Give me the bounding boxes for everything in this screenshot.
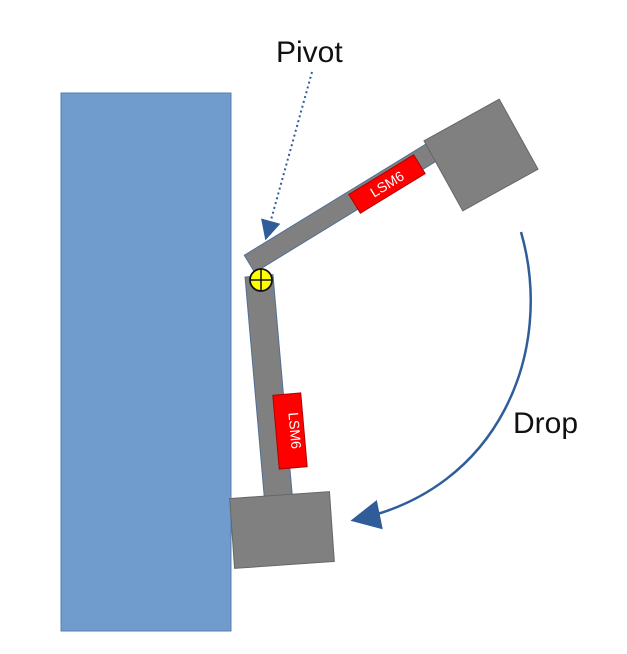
lower-lsm6-label: LSM6 — [285, 412, 304, 450]
lower-weight-block — [229, 491, 335, 569]
upper-lsm6-sensor-body — [348, 154, 426, 214]
lower-lsm6-sensor-body — [272, 392, 308, 470]
pivot-marker-icon — [249, 268, 273, 292]
lower-lsm6-sensor: LSM6 — [272, 392, 308, 470]
drop-label: Drop — [513, 407, 578, 440]
drop-direction-arrow — [350, 231, 532, 530]
upper-weight-block — [423, 98, 539, 212]
upper-lsm6-sensor: LSM6 — [348, 154, 426, 214]
wall — [60, 92, 232, 632]
lower-arm-assembly: LSM6 — [229, 274, 335, 569]
upper-arm-assembly: LSM6 — [243, 98, 539, 274]
pivot-pointer-arrow — [261, 71, 313, 241]
pivot-label: Pivot — [276, 36, 343, 69]
